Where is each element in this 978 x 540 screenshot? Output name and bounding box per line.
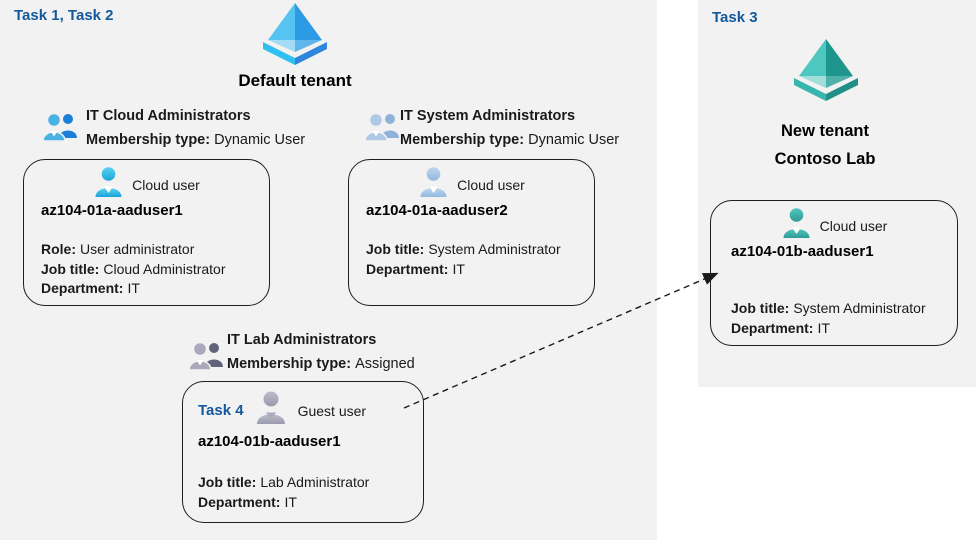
guest-user-card: Task 4 Guest user az104-01b-aaduser1 Job… [182,381,424,523]
field-department: Department:IT [41,280,140,296]
membership-type-value: Dynamic User [214,132,306,148]
azure-tenant-icon-blue [262,2,328,71]
task-4-label: Task 4 [198,402,244,419]
new-tenant-user-card: Cloud user az104-01b-aaduser1 Job title:… [710,200,958,346]
user-card-aaduser1: Cloud user az104-01a-aaduser1 Role:User … [23,159,270,306]
membership-type-label: Membership type: [86,132,211,148]
card-type-label: Cloud user [457,177,525,193]
user-fields: Job title:System Administrator Departmen… [731,299,926,338]
field-role: Role:User administrator [41,241,195,257]
new-tenant-title-line1: New tenant [780,122,869,140]
membership-type-label: Membership type: [400,132,525,148]
default-tenant-panel [0,0,657,540]
group-title-system-admins: IT System Administrators [400,108,576,124]
user-group-icon-system-admins [364,110,400,148]
card-type-label: Cloud user [132,177,200,193]
membership-type-label: Membership type: [227,356,352,372]
cloud-user-icon [418,166,449,204]
user-name: az104-01a-aaduser2 [366,202,508,219]
new-tenant-title-line2: Contoso Lab [774,150,876,168]
task-3-label: Task 3 [712,9,758,26]
user-fields: Role:User administrator Job title:Cloud … [41,240,226,299]
user-fields: Job title:Lab Administrator Department:I… [198,473,369,512]
field-job-title: Job title:Cloud Administrator [41,260,226,277]
card-type-label: Guest user [297,402,367,419]
group-title-lab-admins: IT Lab Administrators [227,332,377,348]
user-fields: Job title:System Administrator Departmen… [366,240,561,279]
field-job-title: Job title:System Administrator [366,241,561,257]
user-group-icon-cloud-admins [42,110,78,148]
field-job-title: Job title:System Administrator [731,300,926,316]
task-1-2-label: Task 1, Task 2 [14,7,114,24]
cloud-user-icon [781,207,812,245]
field-department: Department:IT [198,493,297,510]
user-name: az104-01b-aaduser1 [731,243,874,260]
user-group-icon-lab-admins [188,339,224,377]
group-membership-cloud-admins: Membership type:Dynamic User [86,132,305,148]
cloud-user-icon [93,166,124,204]
field-job-title: Job title:Lab Administrator [198,474,370,490]
card-type-label: Cloud user [819,218,888,234]
group-title-cloud-admins: IT Cloud Administrators [86,108,251,124]
membership-type-value: Dynamic User [528,132,620,148]
default-tenant-title: Default tenant [238,71,352,90]
azure-tenant-icon-teal [793,38,859,107]
user-name: az104-01a-aaduser1 [41,202,183,219]
field-department: Department:IT [731,319,830,336]
user-card-aaduser2: Cloud user az104-01a-aaduser2 Job title:… [348,159,595,306]
membership-type-value: Assigned [355,356,415,372]
user-name: az104-01b-aaduser1 [198,433,341,450]
group-membership-lab-admins: Membership type:Assigned [227,356,415,372]
guest-user-icon [254,390,288,431]
group-membership-system-admins: Membership type:Dynamic User [400,132,619,148]
field-department: Department:IT [366,260,465,277]
